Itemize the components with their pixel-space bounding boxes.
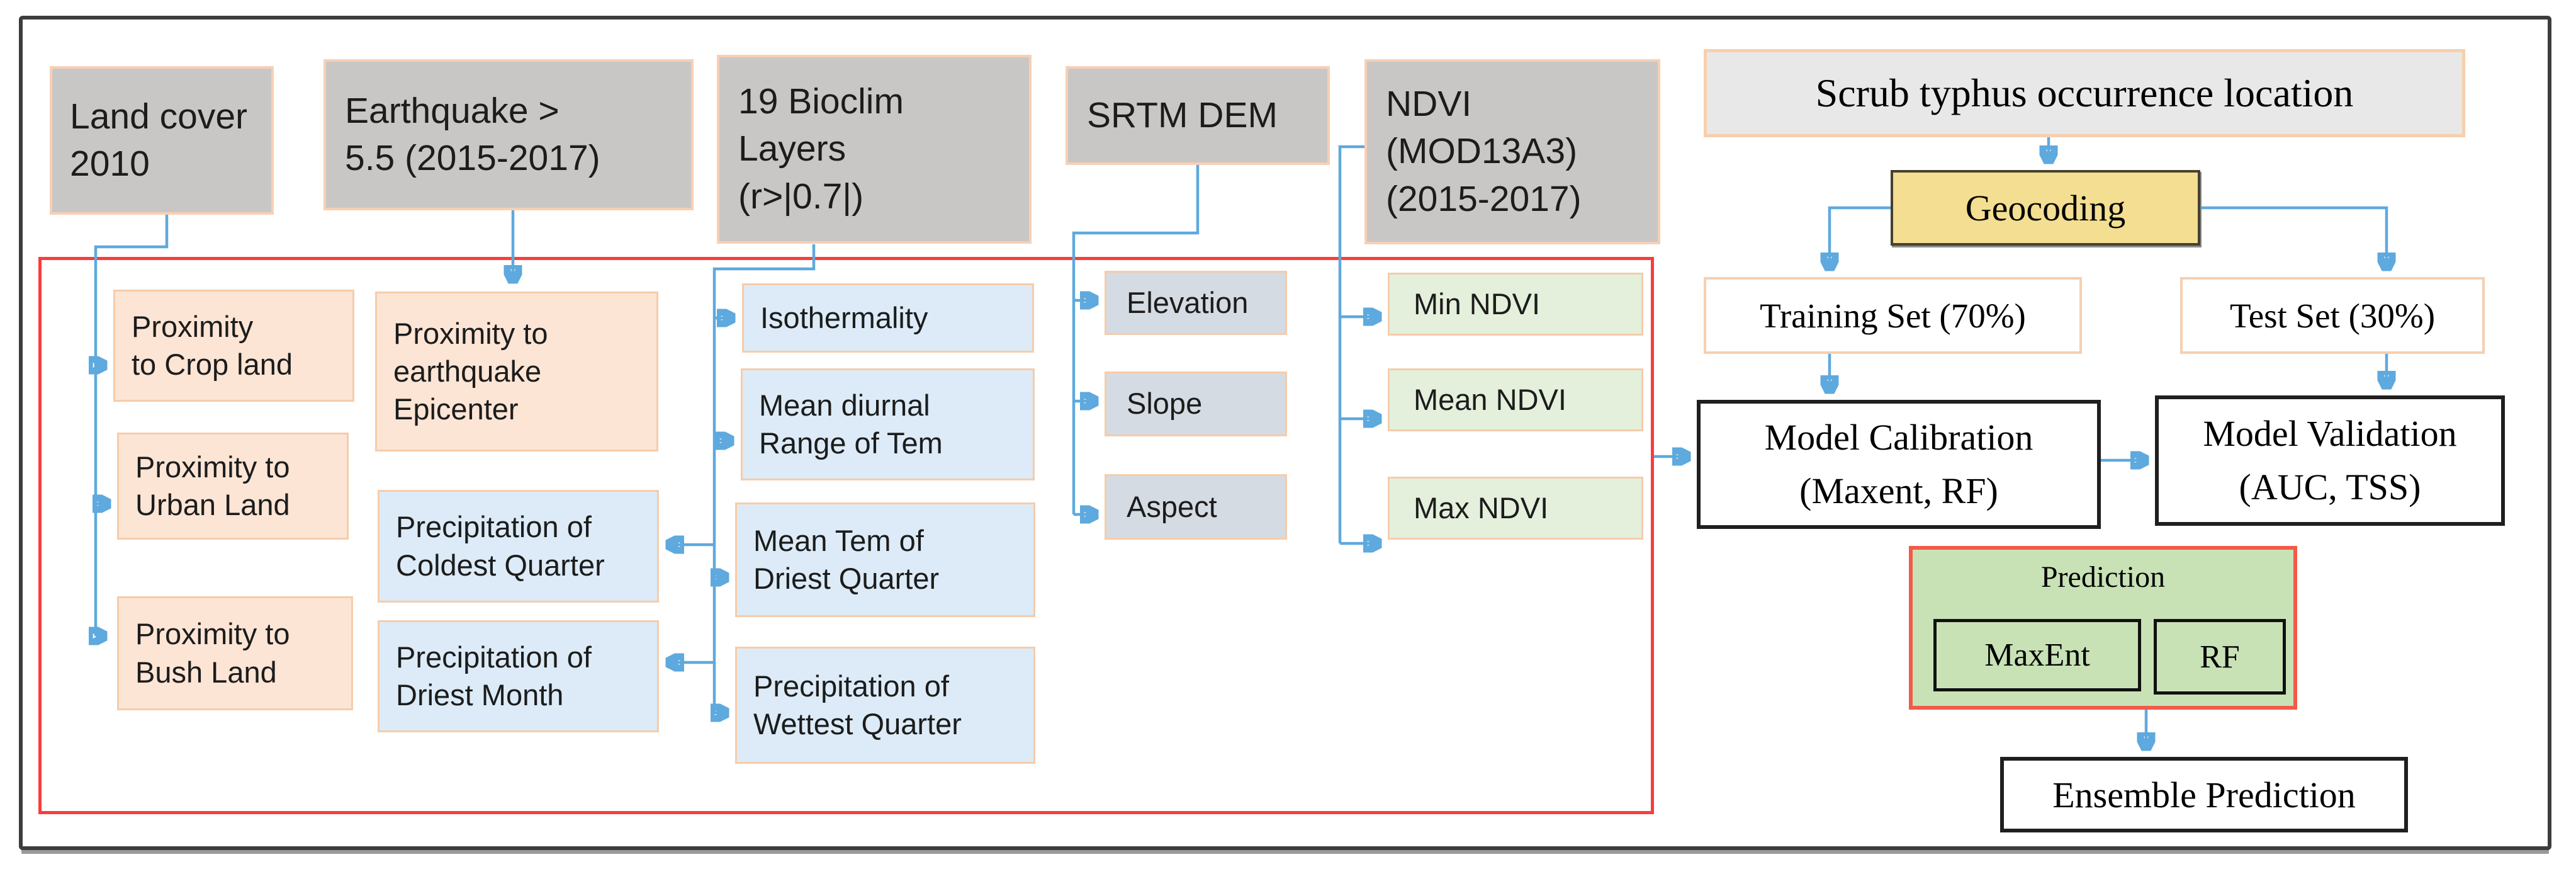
node-geocoding: Geocoding	[1891, 170, 2200, 246]
node-model-calibration: Model Calibration (Maxent, RF)	[1697, 400, 2101, 529]
node-land-cover: Land cover 2010	[50, 66, 274, 215]
node-proximity-bush-land: Proximity to Bush Land	[117, 596, 353, 710]
node-test-set: Test Set (30%)	[2180, 277, 2485, 354]
node-ndvi-source: NDVI (MOD13A3) (2015-2017)	[1364, 59, 1660, 244]
selected-variables-outline	[38, 257, 1654, 814]
node-max-ndvi: Max NDVI	[1388, 477, 1643, 540]
node-precip-driest-month: Precipitation of Driest Month	[378, 620, 659, 732]
node-elevation: Elevation	[1105, 271, 1287, 335]
node-model-validation: Model Validation (AUC, TSS)	[2155, 395, 2505, 526]
node-maxent-prediction: MaxEnt	[1933, 619, 2141, 691]
node-slope: Slope	[1105, 372, 1287, 436]
node-mean-diurnal-range: Mean diurnal Range of Tem	[741, 368, 1035, 480]
node-proximity-epicenter: Proximity to earthquake Epicenter	[375, 292, 658, 451]
node-mean-ndvi: Mean NDVI	[1388, 368, 1643, 431]
node-ensemble-prediction: Ensemble Prediction	[2000, 757, 2408, 832]
node-proximity-crop-land: Proximity to Crop land	[113, 290, 354, 402]
node-precip-coldest-quarter: Precipitation of Coldest Quarter	[378, 490, 659, 603]
node-training-set: Training Set (70%)	[1704, 277, 2082, 354]
node-rf-prediction: RF	[2154, 619, 2286, 695]
node-min-ndvi: Min NDVI	[1388, 273, 1643, 336]
node-proximity-urban-land: Proximity to Urban Land	[117, 433, 349, 540]
node-precip-wettest-quarter: Precipitation of Wettest Quarter	[735, 647, 1035, 764]
node-isothermality: Isothermality	[742, 283, 1034, 353]
node-earthquake: Earthquake > 5.5 (2015-2017)	[323, 59, 694, 210]
node-mean-tem-driest-quarter: Mean Tem of Driest Quarter	[735, 502, 1035, 617]
prediction-group-title: Prediction	[2040, 560, 2166, 594]
node-prediction-group: Prediction MaxEnt RF	[1909, 546, 2297, 710]
node-srtm-dem: SRTM DEM	[1066, 66, 1330, 165]
node-scrub-typhus-occurrence: Scrub typhus occurrence location	[1704, 49, 2465, 137]
node-aspect: Aspect	[1105, 474, 1287, 540]
node-bioclim-layers: 19 Bioclim Layers (r>|0.7|)	[717, 55, 1032, 244]
